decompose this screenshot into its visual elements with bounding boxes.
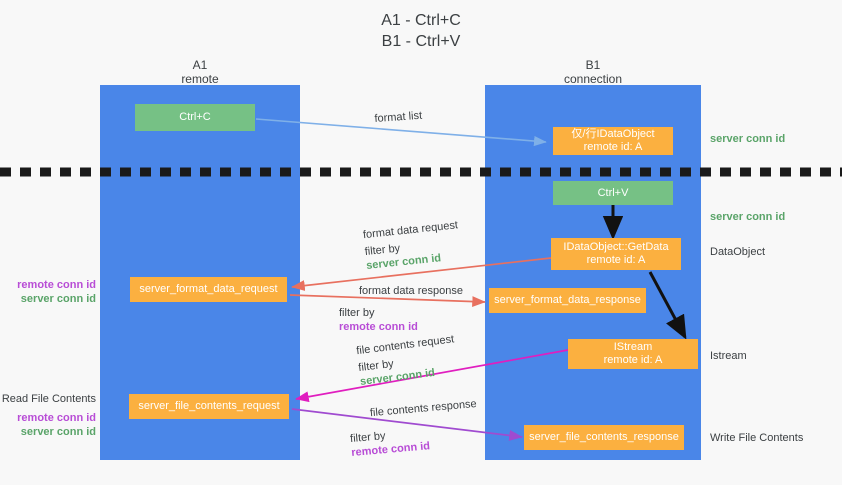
page-title: A1 - Ctrl+C B1 - Ctrl+V bbox=[0, 10, 842, 52]
column-a1-sub: remote bbox=[181, 72, 219, 86]
right-label-server-conn-id-top: server conn id bbox=[710, 133, 786, 145]
node-istream[interactable]: IStream remote id: A bbox=[568, 339, 698, 369]
left-label-read-file-contents: Read File Contents bbox=[1, 393, 96, 405]
column-b1-name: B1 bbox=[585, 58, 601, 72]
edge-label-format-list: format list bbox=[374, 109, 423, 126]
edge-label-format-data-request: format data request filter by server con… bbox=[362, 218, 462, 273]
node-server-file-contents-request-label: server_file_contents_request bbox=[138, 400, 280, 412]
node-getdata-line1: IDataObject::GetData bbox=[563, 241, 669, 253]
left-label-server-conn-id-1: server conn id bbox=[20, 293, 96, 305]
left-label-server-conn-id-2: server conn id bbox=[20, 426, 96, 438]
node-getdata-line2: remote id: A bbox=[586, 254, 646, 266]
column-a1-name: A1 bbox=[192, 58, 208, 72]
node-server-file-contents-response[interactable]: server_file_contents_response bbox=[524, 425, 684, 450]
edge-label-format-data-response: format data response filter by remote co… bbox=[339, 284, 463, 334]
node-server-format-data-request[interactable]: server_format_data_request bbox=[130, 277, 287, 302]
title-line-1: A1 - Ctrl+C bbox=[381, 12, 461, 29]
node-idataobject-getdata[interactable]: IDataObject::GetData remote id: A bbox=[551, 238, 681, 270]
node-ctrl-v-label: Ctrl+V bbox=[597, 186, 629, 199]
column-header-a1: A1 remote bbox=[100, 58, 300, 86]
title-line-2: B1 - Ctrl+V bbox=[381, 33, 461, 50]
left-label-remote-conn-id-2: remote conn id bbox=[17, 412, 96, 424]
node-idataobject-top-line1: 仅/行IDataObject bbox=[571, 128, 655, 140]
node-istream-line2: remote id: A bbox=[603, 354, 663, 366]
node-server-format-data-request-label: server_format_data_request bbox=[139, 283, 278, 295]
edge-label-format-data-request-filter: filter by server conn id bbox=[364, 235, 462, 273]
node-server-file-contents-response-label: server_file_contents_response bbox=[529, 431, 679, 443]
edge-label-file-contents-response-text: file contents response bbox=[369, 397, 478, 420]
node-server-format-data-response[interactable]: server_format_data_response bbox=[489, 288, 646, 313]
edge-label-format-data-response-filter: filter by remote conn id bbox=[339, 306, 463, 334]
node-server-format-data-response-label: server_format_data_response bbox=[494, 294, 641, 306]
edge-label-file-contents-response: file contents response filter by remote … bbox=[347, 397, 480, 460]
left-label-remote-conn-id-1: remote conn id bbox=[17, 279, 96, 291]
filter-prefix-2: filter by bbox=[339, 307, 375, 319]
node-ctrl-c-label: Ctrl+C bbox=[179, 111, 211, 123]
column-b1-sub: connection bbox=[563, 72, 623, 86]
edge-label-file-contents-response-filter: filter by remote conn id bbox=[350, 421, 481, 460]
node-idataobject-top-line2: remote id: A bbox=[583, 141, 643, 153]
edge-label-format-data-response-text: format data response bbox=[359, 285, 463, 297]
node-server-file-contents-request[interactable]: server_file_contents_request bbox=[129, 394, 289, 419]
filter-value-remote-conn-id-1: remote conn id bbox=[339, 321, 418, 333]
right-label-dataobject: DataObject bbox=[710, 246, 766, 258]
right-label-istream: Istream bbox=[710, 350, 747, 362]
edge-label-format-list-text: format list bbox=[374, 109, 423, 126]
column-header-b1: B1 connection bbox=[485, 58, 701, 86]
right-label-server-conn-id-mid: server conn id bbox=[710, 211, 786, 223]
edge-label-file-contents-request: file contents request filter by server c… bbox=[356, 332, 459, 389]
node-ctrl-c[interactable]: Ctrl+C bbox=[135, 104, 255, 131]
node-idataobject-top[interactable]: 仅/行IDataObject remote id: A bbox=[553, 127, 673, 155]
right-label-write-file-contents: Write File Contents bbox=[710, 432, 804, 444]
node-istream-line1: IStream bbox=[613, 341, 653, 353]
node-ctrl-v[interactable]: Ctrl+V bbox=[553, 181, 673, 205]
